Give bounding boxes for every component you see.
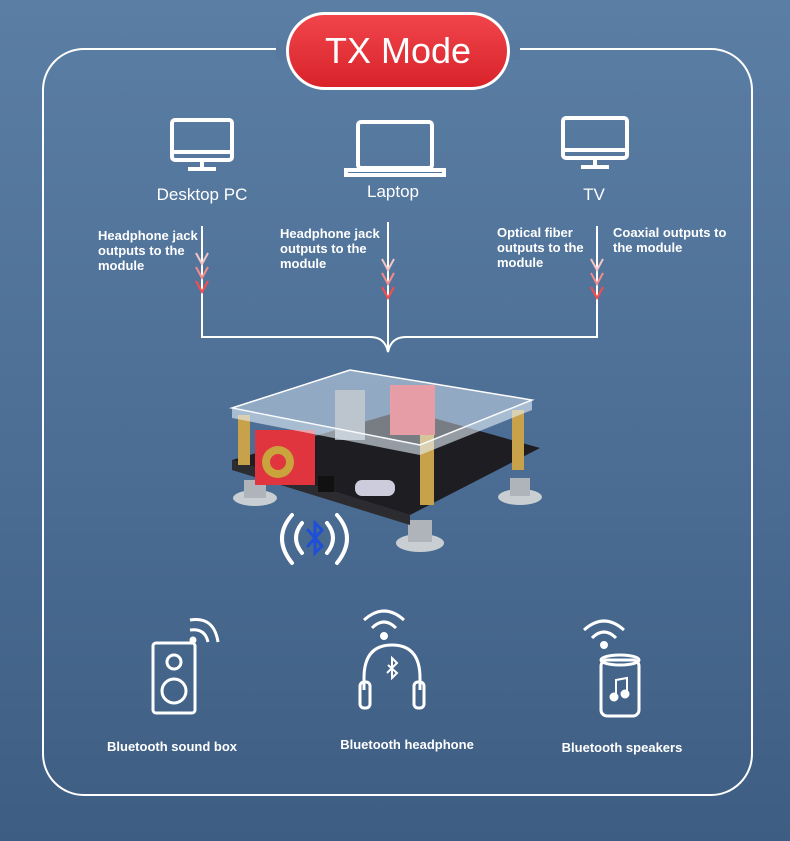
mode-title: TX Mode [324, 30, 472, 71]
source-label-tv: TV [583, 185, 605, 204]
output-label-headphone: Bluetooth headphone [340, 737, 474, 752]
bluetooth-signal-icon [280, 513, 349, 565]
speaker-icon [582, 619, 641, 718]
bluetooth-module-image [229, 369, 542, 552]
note-laptop-headphone: Headphone jack outputs to the module [280, 226, 380, 271]
source-label-laptop: Laptop [367, 182, 419, 201]
connector-lines [201, 222, 598, 353]
output-label-sound-box: Bluetooth sound box [107, 739, 237, 754]
sound-box-icon [151, 617, 220, 715]
desktop-monitor-icon [170, 118, 234, 171]
arrow-icons [195, 252, 604, 301]
laptop-icon [344, 120, 446, 177]
headphone-icon [358, 609, 426, 710]
note-tv-optical: Optical fiber outputs to the module [497, 225, 584, 270]
output-label-speakers: Bluetooth speakers [561, 740, 683, 755]
note-tv-coaxial: Coaxial outputs to the module [613, 225, 727, 255]
note-desktop-headphone: Headphone jack outputs to the module [98, 228, 198, 273]
mode-title-badge: TX Mode [286, 12, 510, 90]
tv-icon [561, 116, 629, 169]
source-label-desktop-pc: Desktop PC [156, 185, 248, 204]
